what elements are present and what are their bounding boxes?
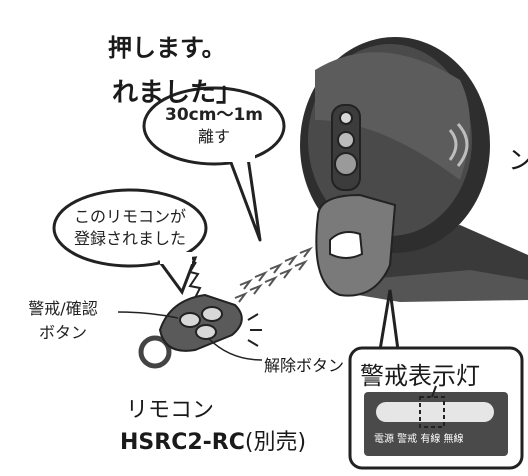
alarm-indicator-title: 警戒表示灯 bbox=[360, 362, 480, 390]
remote-name: リモコン bbox=[126, 398, 215, 423]
release-button-leader bbox=[207, 337, 263, 361]
instruction-line2: れました」 bbox=[112, 72, 242, 109]
registered-line1: このリモコンが bbox=[73, 207, 186, 226]
indicator-legend: 電源 警戒 有線 無線 bbox=[374, 434, 464, 445]
registered-line2: 登録されました bbox=[73, 229, 186, 248]
registered-bubble bbox=[52, 188, 208, 301]
remote-control bbox=[138, 293, 262, 369]
alarm-button-leader bbox=[117, 311, 179, 319]
alarm-confirm-button-label: 警戒/確認 ボタン bbox=[8, 295, 118, 343]
alarm-confirm-button-label-line1: 警戒/確認 bbox=[28, 299, 98, 318]
remote-sold-separately: (別売) bbox=[244, 430, 307, 455]
signal-arrows bbox=[234, 246, 313, 303]
instruction-line2-bracket: 」 bbox=[216, 78, 243, 108]
remote-model-line: HSRC2-RC(別売) bbox=[120, 424, 306, 456]
distance-bubble bbox=[142, 86, 286, 242]
indicator-light bbox=[329, 231, 364, 259]
registered-bubble-text: このリモコンが 登録されました bbox=[62, 206, 198, 250]
distance-value: 30cm〜1m bbox=[165, 105, 263, 125]
indicator-callout bbox=[348, 289, 524, 470]
camera-stand bbox=[315, 193, 397, 297]
indicator-highlight bbox=[419, 396, 445, 428]
remote-model: HSRC2-RC bbox=[120, 430, 245, 455]
distance-instruction: 離す bbox=[197, 127, 230, 146]
instruction-line2-emphasis: れました bbox=[112, 78, 217, 108]
distance-bubble-text: 30cm〜1m 離す bbox=[148, 104, 280, 148]
instruction-line1: 押します。 bbox=[108, 34, 226, 62]
alarm-confirm-button-label-line2: ボタン bbox=[38, 323, 87, 342]
release-button-label: 解除ボタン bbox=[264, 356, 345, 375]
instruction-line3: ン bbox=[508, 146, 528, 176]
